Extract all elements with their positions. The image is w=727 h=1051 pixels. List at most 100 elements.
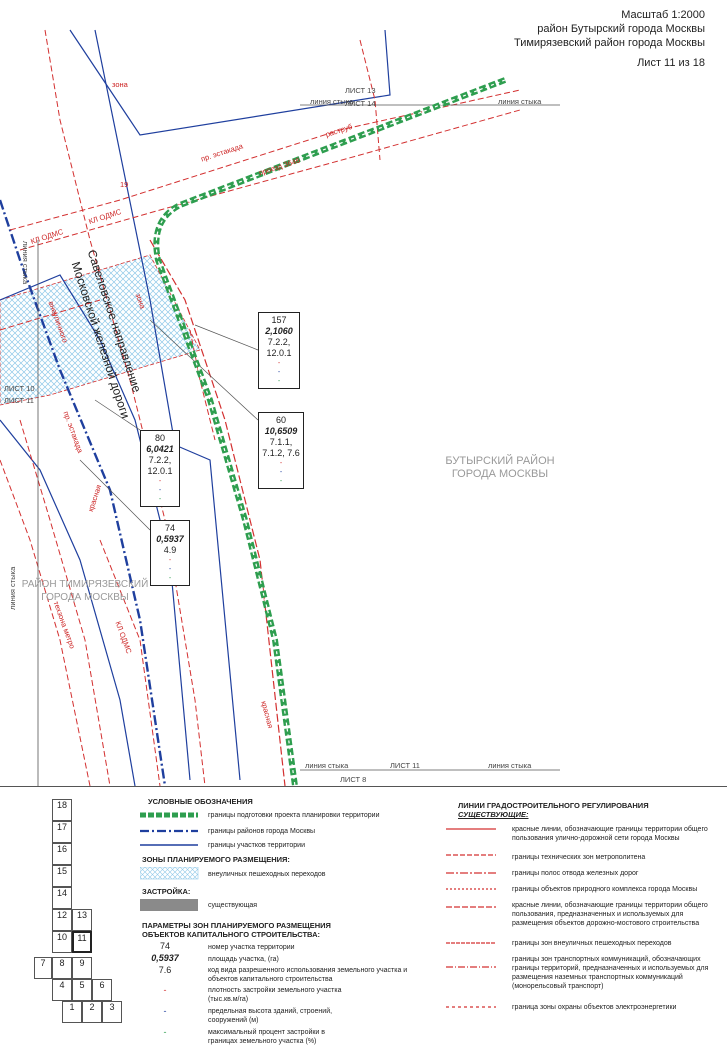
sheet-cell[interactable]: 4 <box>52 979 72 1001</box>
label-sheet-top-b: ЛИСТ 14 <box>345 99 376 108</box>
legend-zones-title: ЗОНЫ ПЛАНИРУЕМОГО РАЗМЕЩЕНИЯ: <box>142 855 290 864</box>
sheet-cell[interactable]: 17 <box>52 821 72 843</box>
parcel-boundary-left <box>0 274 191 781</box>
project-boundary <box>153 77 507 786</box>
zone-percent: - <box>168 575 172 582</box>
zone-code: 12.0.1 <box>266 348 292 358</box>
zone-height: - <box>277 369 281 376</box>
red-line-7 <box>149 239 286 786</box>
sheet-cell[interactable]: 3 <box>102 1001 122 1023</box>
zone-code: 7.1.1, <box>269 437 293 447</box>
district-timir-line2: ГОРОДА МОСКВЫ <box>41 592 129 603</box>
zone-density: - <box>279 460 283 467</box>
label-seam-bottom-right: линия стыка <box>488 761 532 770</box>
legend-item-crossings: внеуличных пешеходных переходов <box>208 871 326 878</box>
sheet-cell[interactable]: 1 <box>62 1001 82 1023</box>
district-title-1: район Бутырский города Москвы <box>537 23 705 35</box>
legend-reg-title: ЛИНИИ ГРАДОСТРОИТЕЛЬНОГО РЕГУЛИРОВАНИЯ <box>458 801 649 810</box>
label-zona-top: зона <box>112 80 128 89</box>
zone-code: 12.0.1 <box>147 466 173 476</box>
param-val-code: 7.6 <box>158 965 172 975</box>
legend-params-title-1: ПАРАМЕТРЫ ЗОН ПЛАНИРУЕМОГО РАЗМЕЩЕНИЯ <box>142 921 331 930</box>
sheet-cell[interactable]: 14 <box>52 887 72 909</box>
map-area[interactable]: зона линия стыка линия стыка ЛИСТ 13 ЛИС… <box>0 0 727 786</box>
label-seam-bottom-left: линия стыка <box>305 761 349 770</box>
district-butyrsky: БУТЫРСКИЙ РАЙОН ГОРОДА МОСКВЫ <box>420 455 580 481</box>
sheet-cell[interactable]: 5 <box>72 979 92 1001</box>
legend-reg-item: граница зоны охраны объектов электроэнер… <box>512 1004 677 1011</box>
legend-build-title: ЗАСТРОЙКА: <box>142 887 191 896</box>
district-timiryazevsky: РАЙОН ТИМИРЯЗЕВСКИЙ ГОРОДА МОСКВЫ <box>0 578 170 604</box>
label-list11-left: ЛИСТ 11 <box>4 396 34 405</box>
district-title-2: Тимирязевский район города Москвы <box>513 37 705 49</box>
legend-params-title-2: ОБЪЕКТОВ КАПИТАЛЬНОГО СТРОИТЕЛЬСТВА: <box>142 930 320 939</box>
param-text-code: код вида разрешенного использования земе… <box>208 967 408 983</box>
sheet-cell-current[interactable]: 11 <box>72 931 92 953</box>
legend-reg-swatches <box>446 828 496 1008</box>
zone-density: - <box>158 478 162 485</box>
zone-height: - <box>168 566 172 573</box>
red-line-10 <box>189 329 216 441</box>
label-seam-top-right: линия стыка <box>498 97 542 106</box>
district-butyrsky-line2: ГОРОДА МОСКВЫ <box>451 468 549 480</box>
label-sheet-top-a: ЛИСТ 13 <box>345 86 376 95</box>
parcel-boundary-far-left <box>0 419 136 786</box>
sheet-cell[interactable]: 16 <box>52 843 72 865</box>
zone-area: 10,6509 <box>264 426 298 436</box>
legend-reg-item: границы технических зон метрополитена <box>512 854 646 861</box>
sheet-header: Масштаб 1:2000 район Бутырский города Мо… <box>514 8 705 70</box>
legend-reg-item: границы объектов природного комплекса го… <box>512 886 698 893</box>
label-num-19: 19 <box>120 180 129 189</box>
parcel-boundary-top <box>69 29 391 136</box>
zone-code: 7.2.2, <box>267 337 291 347</box>
param-text-height: предельная высота зданий, строений, соор… <box>208 1008 333 1024</box>
red-line-3 <box>44 29 206 786</box>
zone-percent: - <box>277 378 281 385</box>
zone-box-157[interactable]: 157 2,1060 7.2.2, 12.0.1 - - - <box>258 312 300 389</box>
label-seam-top-left: линия стыка <box>310 97 354 106</box>
param-val-num: 74 <box>159 941 170 951</box>
red-line-8 <box>359 39 381 161</box>
label-list11-bottom: ЛИСТ 11 <box>390 761 420 770</box>
sheet-cell[interactable]: 13 <box>72 909 92 931</box>
zone-box-80[interactable]: 80 6,0421 7.2.2, 12.0.1 - - - <box>140 430 180 507</box>
legend-reg-item: границы зон внеуличных пешеходных перехо… <box>512 940 672 947</box>
red-line-1 <box>9 89 521 231</box>
param-text-density: плотность застройки земельного участка (… <box>208 987 342 1003</box>
sheet-cell[interactable]: 6 <box>92 979 112 1001</box>
legend-item-existing: существующая <box>208 902 258 909</box>
sheet-cell[interactable]: 18 <box>52 799 72 821</box>
sheet-cell[interactable]: 9 <box>72 957 92 979</box>
param-val-area: 0,5937 <box>151 953 179 963</box>
legend-item-districts: границы районов города Москвы <box>208 828 316 835</box>
sheet-cell[interactable]: 12 <box>52 909 72 931</box>
zone-code: 4.9 <box>163 545 177 555</box>
zone-code: 7.2.2, <box>148 455 172 465</box>
sheet-cell[interactable]: 2 <box>82 1001 102 1023</box>
zone-box-74[interactable]: 74 0,5937 4.9 - - - <box>150 520 190 586</box>
legend-item-parcels: границы участков территории <box>208 842 305 849</box>
legend-reg-item: границы полос отвода железных дорог <box>512 870 639 877</box>
legend-title: УСЛОВНЫЕ ОБОЗНАЧЕНИЯ <box>148 797 253 806</box>
zone-code: 7.1.2, 7.6 <box>262 448 300 458</box>
sheet-cell[interactable]: 8 <box>52 957 72 979</box>
param-text-area: площадь участка, (га) <box>208 956 279 963</box>
legend-swatches <box>140 812 198 846</box>
legend-hatch-swatch <box>140 867 199 880</box>
legend-panel: 18 17 16 15 14 12 13 10 11 7 8 9 4 5 6 1… <box>0 786 727 1051</box>
legend-reg-item: красные линии, обозначающие границы терр… <box>512 902 708 927</box>
legend-item-project: границы подготовки проекта планировки те… <box>208 812 380 819</box>
sheet-cell[interactable]: 7 <box>34 957 52 979</box>
scale-label: Масштаб 1:2000 <box>621 9 705 21</box>
sheet-cell[interactable]: 15 <box>52 865 72 887</box>
legend-existing-swatch <box>140 899 198 911</box>
sheet-index-grid: 18 17 16 15 14 12 13 10 11 7 8 9 4 5 6 1… <box>34 799 128 1039</box>
legend-reg-item: красные линии, обозначающие границы терр… <box>512 826 708 842</box>
zone-box-60[interactable]: 60 10,6509 7.1.1, 7.1.2, 7.6 - - - <box>258 412 304 489</box>
param-val-percent: - <box>163 1027 167 1037</box>
sheet-cell[interactable]: 10 <box>52 931 72 953</box>
map-drawing <box>0 29 560 786</box>
zone-num: 60 <box>275 415 286 425</box>
label-seam-left-upper: линия стыка <box>21 240 31 285</box>
sheet-number: Лист 11 из 18 <box>637 57 705 69</box>
